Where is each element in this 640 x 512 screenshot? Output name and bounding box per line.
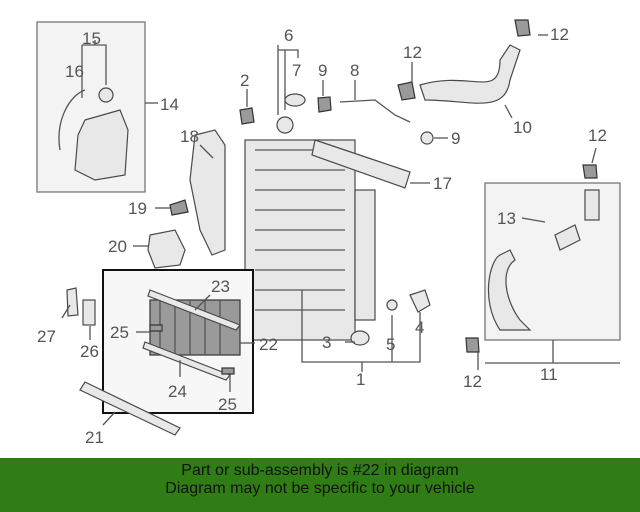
callout-25-lower: 25 (218, 395, 237, 414)
callout-10: 10 (513, 118, 532, 137)
callout-4: 4 (415, 318, 424, 337)
callout-22: 22 (259, 335, 278, 354)
callout-21: 21 (85, 428, 104, 447)
radiator-parts-diagram: 15 16 14 2 6 7 9 8 12 12 10 9 12 17 13 1… (36, 19, 621, 447)
callout-8: 8 (350, 61, 359, 80)
pipe-8 (339, 99, 411, 123)
hose-10 (419, 44, 521, 104)
clip-26 (82, 299, 96, 326)
clamp-12-top (514, 19, 531, 37)
bracket-27 (66, 287, 79, 317)
reservoir-tank (74, 109, 129, 181)
callout-24: 24 (168, 382, 187, 401)
cushion-3 (350, 330, 370, 346)
clip-2 (239, 107, 255, 125)
callout-15: 15 (82, 29, 101, 48)
hose-fitting-13 (554, 224, 581, 251)
radiator-side-tank (354, 189, 376, 321)
clip-19 (169, 199, 189, 216)
callout-1: 1 (356, 370, 365, 389)
leader-1-4-5 (301, 290, 421, 372)
leader-27 (61, 304, 71, 319)
seal-23 (147, 289, 241, 331)
callout-11: 11 (540, 365, 558, 384)
clip-25-lower (221, 367, 235, 375)
callout-7: 7 (292, 61, 301, 80)
leader-18 (199, 144, 214, 159)
leader-21 (102, 411, 116, 426)
lower-hose-group (484, 182, 621, 341)
clamp-12-bottom (465, 337, 480, 353)
leader-11 (485, 340, 620, 364)
part-info-banner: Part or sub-assembly is #22 in diagram D… (0, 458, 640, 512)
callout-25-upper: 25 (110, 323, 129, 342)
reservoir-tank-group (36, 21, 146, 193)
callout-9-lower: 9 (451, 129, 460, 148)
air-guide-20 (147, 229, 186, 269)
clamp-12-hose (397, 81, 416, 101)
callout-5: 5 (386, 335, 395, 354)
callout-12-top: 12 (550, 25, 569, 44)
callout-16: 16 (65, 62, 84, 81)
leader-15-16 (81, 40, 107, 98)
callout-18: 18 (180, 127, 199, 146)
callout-3: 3 (322, 333, 331, 352)
clamp-9-upper (317, 96, 332, 113)
cap-7 (284, 93, 306, 107)
thermostat-housing (584, 189, 600, 221)
banner-line-2: Diagram may not be specific to your vehi… (165, 480, 475, 497)
callout-13: 13 (497, 209, 516, 228)
radiator-core (244, 139, 356, 341)
callout-6: 6 (284, 26, 293, 45)
callout-19: 19 (128, 199, 147, 218)
drain-cock-4 (409, 289, 431, 313)
leader-6-7 (277, 45, 299, 115)
leader-12-right (591, 147, 597, 164)
leader-13 (521, 217, 546, 223)
air-guide-18 (189, 129, 226, 256)
callout-12-bottom: 12 (463, 372, 482, 391)
callout-12-right: 12 (588, 126, 607, 145)
callout-2: 2 (240, 71, 249, 90)
support-21 (79, 381, 181, 436)
seal-24 (142, 341, 231, 381)
banner-line-1: Part or sub-assembly is #22 in diagram (181, 462, 459, 479)
radiator-support-17 (311, 139, 411, 189)
callout-23: 23 (211, 277, 230, 296)
clamp-9-lower (420, 131, 434, 145)
leader-23 (194, 294, 211, 311)
lower-hose (487, 249, 532, 331)
callout-17: 17 (433, 174, 452, 193)
callout-26: 26 (80, 342, 99, 361)
leader-10 (504, 104, 513, 119)
callout-20: 20 (108, 237, 127, 256)
callout-12-hose: 12 (403, 43, 422, 62)
callout-27: 27 (37, 327, 56, 346)
callout-9-upper: 9 (318, 61, 327, 80)
radiator-assembly (244, 139, 376, 341)
clip-25-upper (149, 324, 163, 332)
radiator-fins (255, 149, 345, 311)
hose-6-fitting (276, 116, 294, 134)
clamp-12-right (582, 164, 598, 179)
reservoir-hose (58, 89, 86, 151)
reservoir-cap (98, 87, 114, 103)
callout-14: 14 (160, 95, 179, 114)
washer-5 (386, 299, 398, 311)
